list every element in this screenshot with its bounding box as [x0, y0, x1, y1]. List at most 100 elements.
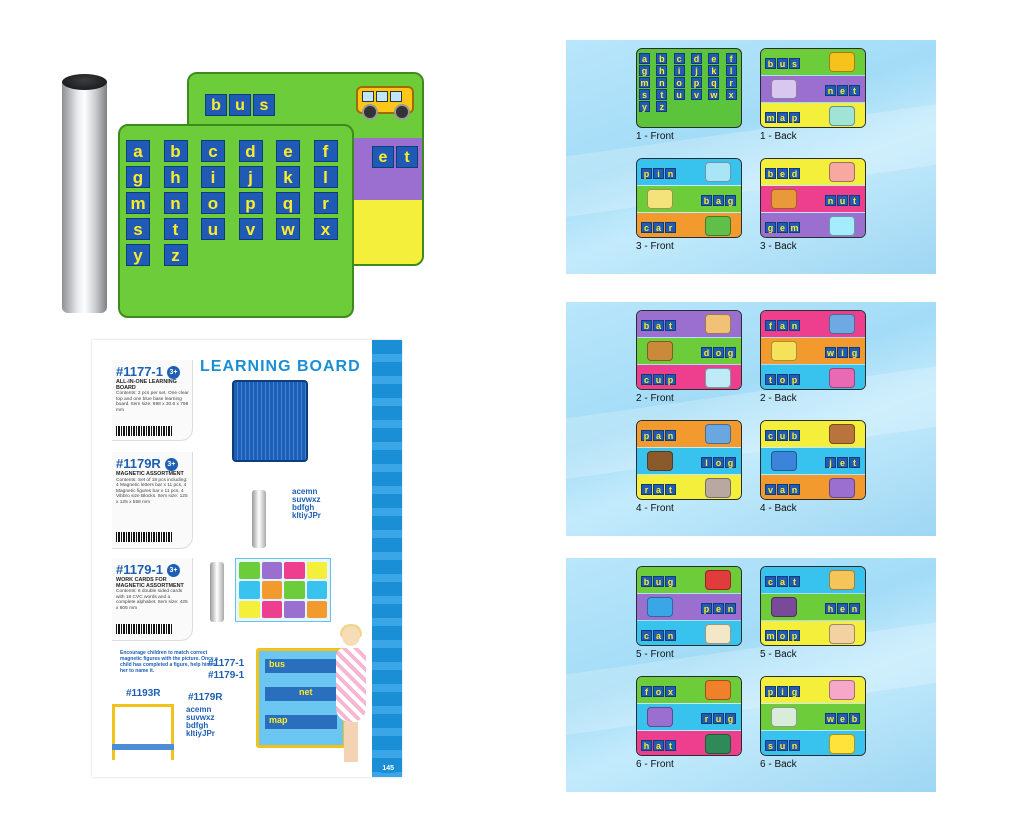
letter-tile: t — [665, 320, 676, 331]
dog-picture-icon — [647, 341, 673, 361]
letter-tile: g — [849, 347, 860, 358]
letter-tile: n — [665, 430, 676, 441]
letter-tile: l — [313, 166, 338, 188]
usage-note: Encourage children to match correct magn… — [120, 650, 218, 674]
pan-picture-icon — [705, 424, 731, 444]
card-caption: 6 - Back — [760, 759, 797, 770]
log-picture-icon — [647, 451, 673, 471]
letter-tile: c — [641, 630, 652, 641]
letter-tile: b — [789, 430, 800, 441]
letter-tile: i — [201, 166, 225, 188]
letter-tile: g — [126, 166, 150, 188]
map-picture-icon — [829, 106, 855, 126]
letter-tile: t — [163, 218, 188, 240]
letter-tile: r — [313, 192, 338, 214]
letter-tile: n — [725, 603, 736, 614]
letter-tile: b — [641, 576, 652, 587]
magnetic-letters-image: acemn suvwxz bdfgh kltiyJPr — [186, 705, 215, 738]
rat-picture-icon — [705, 478, 731, 498]
letter-tile: f — [725, 53, 737, 64]
letter-tile: p — [701, 603, 712, 614]
letter-tile: n — [163, 192, 188, 214]
bag-picture-icon — [647, 189, 673, 209]
letter-tile: o — [653, 686, 664, 697]
letter-tile: a — [653, 484, 664, 495]
letter-tile: z — [163, 244, 188, 266]
letter-tile: s — [253, 94, 275, 116]
card-caption: 2 - Front — [636, 393, 674, 404]
letter-tile: k — [708, 65, 720, 76]
card-caption: 5 - Front — [636, 649, 674, 660]
letter-tile: a — [639, 53, 650, 64]
letter-tile: u — [201, 218, 225, 240]
letter-tile: h — [825, 603, 836, 614]
letter-tile: a — [777, 112, 788, 123]
page-number: 145 — [378, 764, 398, 773]
letter-tile: n — [789, 484, 800, 495]
card-caption: 5 - Back — [760, 649, 797, 660]
letter-tile: d — [238, 140, 263, 162]
letter-tile: t — [396, 146, 418, 168]
letter-tile: n — [656, 77, 668, 88]
card-caption: 3 - Back — [760, 241, 797, 252]
letter-tile: u — [713, 713, 724, 724]
card-caption: 1 - Back — [760, 131, 797, 142]
letter-tile: d — [691, 53, 702, 64]
letter-tile: g — [725, 195, 736, 206]
letter-tile: y — [639, 101, 650, 112]
bus-picture-icon — [829, 52, 855, 72]
letter-tile: e — [837, 603, 848, 614]
card-caption: 3 - Front — [636, 241, 674, 252]
letter-tile: i — [673, 65, 685, 76]
letter-tile: i — [837, 347, 848, 358]
letter-tile: k — [276, 166, 300, 188]
letter-tile: p — [641, 430, 652, 441]
letter-tile: s — [639, 89, 650, 100]
letter-tile: o — [673, 77, 685, 88]
letter-tile: x — [665, 686, 676, 697]
letter-tile: e — [777, 168, 788, 179]
bat-picture-icon — [705, 314, 731, 334]
tube-image — [210, 562, 224, 622]
letter-tile: f — [641, 686, 652, 697]
stand-code: #1193R — [126, 688, 161, 699]
fan-picture-icon — [829, 314, 855, 334]
net-picture-icon — [771, 79, 797, 99]
magnets-code: #1179R — [188, 692, 223, 703]
van-picture-icon — [829, 478, 855, 498]
letter-tile: t — [665, 740, 676, 751]
